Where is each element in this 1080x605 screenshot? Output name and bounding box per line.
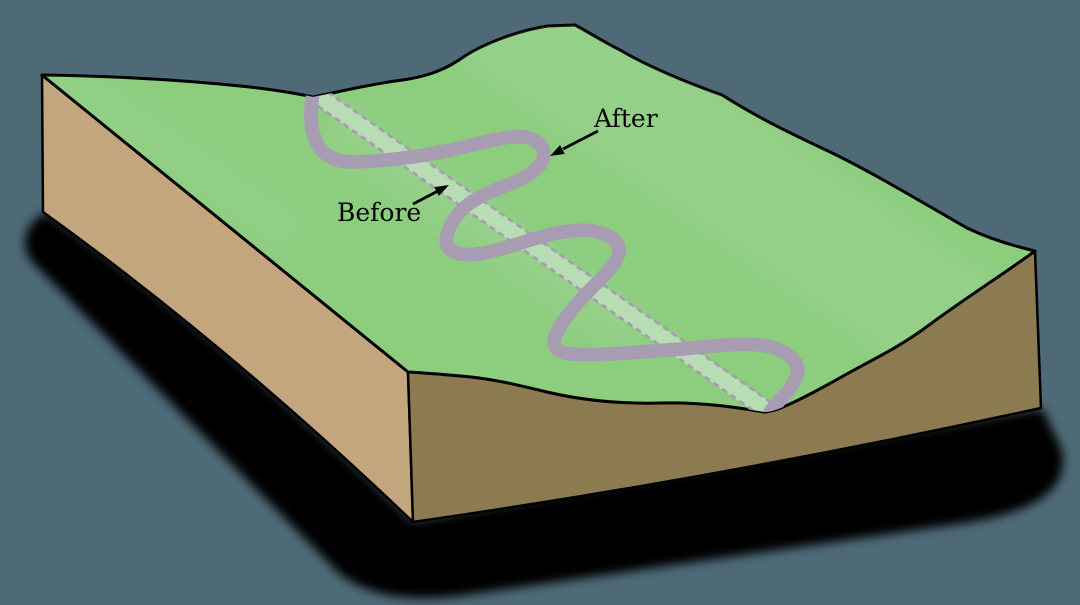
before-arrow-line [412, 189, 439, 206]
highlight-streak [42, 37, 316, 263]
before-arrow [412, 185, 449, 206]
block-top-surface [40, 23, 1037, 414]
before-arrow-head [434, 185, 449, 196]
after-annotation: After [550, 104, 658, 156]
after-arrow-line [562, 129, 599, 151]
after-arrow [550, 129, 599, 156]
block-shadow [24, 212, 1064, 599]
block-left-face [40, 73, 415, 524]
before-label: Before [337, 198, 421, 227]
meander-river [311, 85, 798, 412]
highlight-streak [443, 25, 1035, 412]
after-arrow-head [550, 145, 565, 156]
old-channel-border-left [308, 98, 767, 412]
after-label: After [593, 104, 658, 133]
old-channel-band [309, 86, 777, 412]
before-annotation: Before [337, 185, 449, 227]
